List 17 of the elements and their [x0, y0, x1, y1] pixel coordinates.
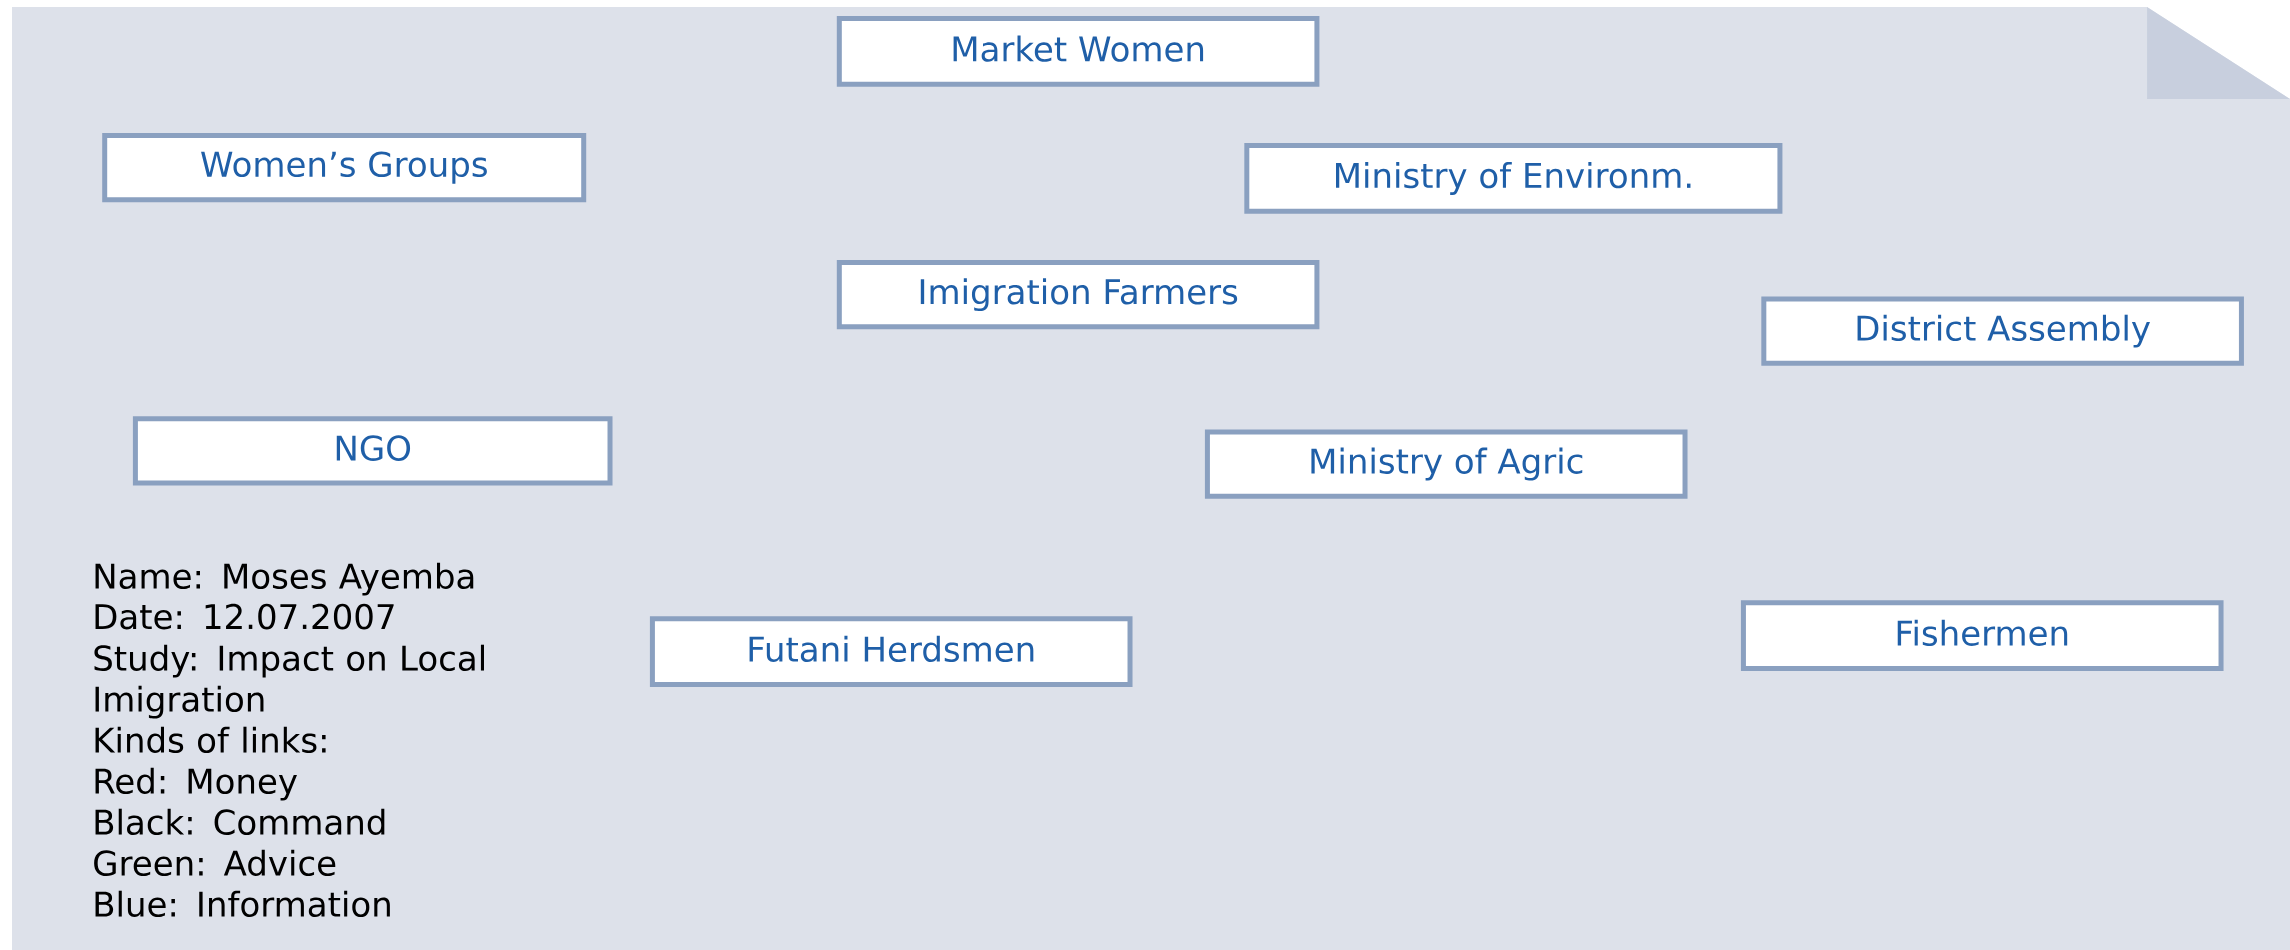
note-text: Name: Moses Ayemba [95, 562, 474, 596]
text-box: Fishermen [1740, 600, 2224, 671]
text-box: Ministry of Environm. [1244, 143, 1783, 214]
text-box: Ministry of Agric [1204, 429, 1688, 499]
note-text: Black: Command [95, 808, 385, 836]
note-text: Study: Impact on Local Imigration [94, 644, 484, 719]
note-text: Green: Advice [94, 849, 336, 877]
text-box: Women’s Groups [102, 132, 587, 203]
note-text: Blue: Information [95, 890, 390, 918]
note-text: Date: 12.07.2007 [95, 603, 394, 630]
text-box: District Assembly [1761, 296, 2244, 366]
note-text: Red: Money [95, 767, 297, 801]
text-box: Imigration Farmers [836, 260, 1320, 330]
text-box: Futani Herdsmen [649, 616, 1133, 687]
text-box: Market Women [836, 16, 1320, 87]
note-text: Kinds of links: [95, 726, 326, 754]
text-box: NGO [132, 416, 613, 486]
